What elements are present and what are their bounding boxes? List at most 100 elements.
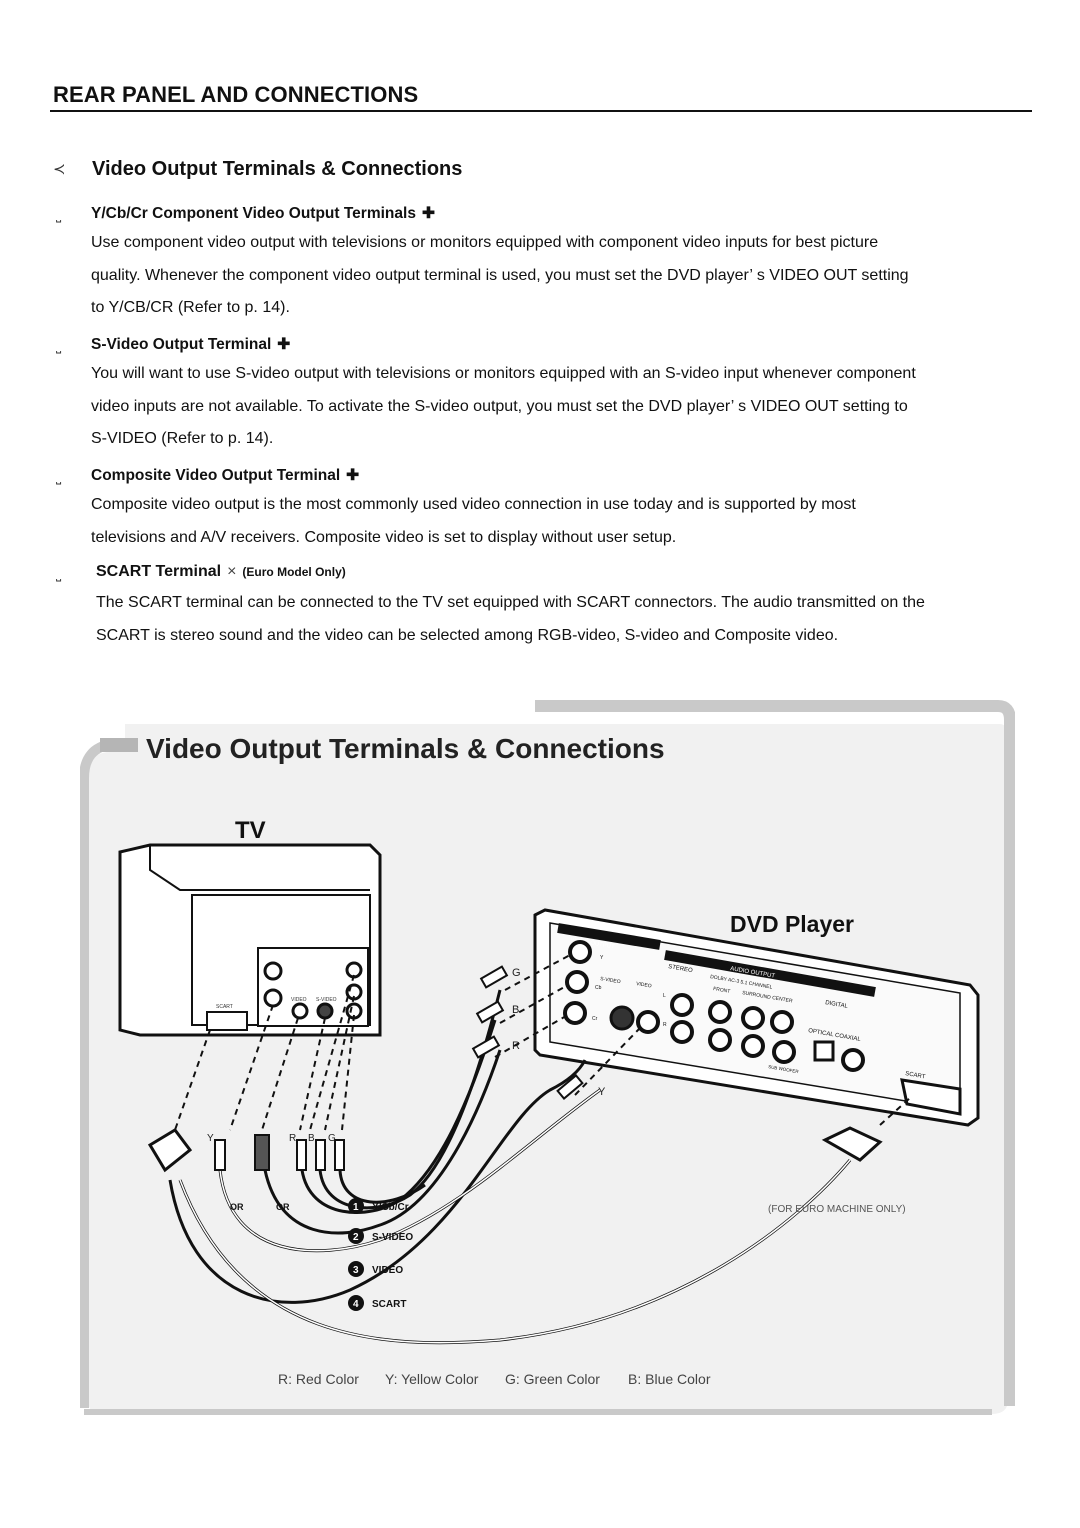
legend-number: 2 — [353, 1232, 359, 1243]
scart-heading-text: SCART Terminal — [96, 563, 222, 580]
jack-video — [636, 1010, 660, 1034]
jack-y — [568, 940, 592, 964]
connection-guides — [174, 954, 911, 1131]
jack-stereo-r — [670, 1020, 694, 1044]
tv-label: TV — [235, 817, 266, 844]
dvd-video-label: VIDEO — [636, 981, 652, 989]
jack-cr — [563, 1001, 587, 1025]
plus-icon: ✚ — [277, 336, 291, 353]
jack-front-r — [708, 1028, 732, 1052]
digital-label: DIGITAL — [825, 1000, 849, 1010]
center-label: CENTER — [772, 995, 794, 1004]
composite-heading: Composite Video Output Terminal ✚ — [91, 466, 359, 485]
scart-heading: SCART Terminal × (Euro Model Only) — [96, 563, 346, 581]
color-key-blue: B: Blue Color — [628, 1371, 711, 1387]
component-heading-text: Y/Cb/Cr Component Video Output Terminals — [91, 205, 416, 222]
plug-r — [296, 1139, 307, 1171]
svideo-paragraph: You will want to use S-video output with… — [91, 358, 1031, 456]
tv-scart-label: SCART — [216, 1004, 233, 1010]
stereo-label: STEREO — [668, 964, 694, 974]
euro-model-note: (Euro Model Only) — [242, 565, 346, 579]
coaxial-jack — [841, 1048, 865, 1072]
front-label: FRONT — [713, 986, 731, 995]
color-key-green: G: Green Color — [505, 1371, 600, 1387]
paragraph-line: video inputs are not available. To activ… — [91, 397, 908, 415]
plug-svideo — [254, 1134, 270, 1171]
plug-dvd-y — [556, 1074, 584, 1100]
dvd-player-label: DVD Player — [730, 911, 854, 937]
legend-label: SCART — [372, 1299, 406, 1310]
paragraph-line: The SCART terminal can be connected to t… — [96, 594, 925, 611]
composite-heading-text: Composite Video Output Terminal — [91, 467, 341, 484]
title-rule — [50, 110, 1032, 112]
plug-letter-g: G — [328, 1133, 336, 1144]
scart-plug-left — [147, 1128, 193, 1173]
plug-dvd-r — [471, 1035, 501, 1059]
bullet-mark: ⎵ — [56, 207, 62, 222]
connection-diagram: Video Output Terminals & Connections TV … — [80, 700, 1015, 1415]
cross-icon: × — [227, 563, 237, 580]
figure-title: Video Output Terminals & Connections — [146, 733, 665, 764]
svideo-heading: S-Video Output Terminal✚ — [91, 335, 290, 354]
dvd-cr-label: Cr — [592, 1016, 598, 1022]
color-key: R: Red Color Y: Yellow Color G: Green Co… — [278, 1371, 711, 1387]
legend-label: Y/Cb/Cr — [372, 1202, 409, 1213]
optical-port — [813, 1040, 835, 1062]
or-label-right: OR — [276, 1202, 290, 1212]
paragraph-line: SCART is stereo sound and the video can … — [96, 626, 839, 644]
jack-front-l — [708, 1000, 732, 1024]
dvd-l-label: L — [663, 993, 666, 999]
surround-label: SURROUND — [742, 990, 772, 1001]
paragraph-line: You will want to use S-video output with… — [91, 365, 916, 382]
cable-letter-y: Y — [598, 1086, 606, 1098]
tv-video-label: VIDEO — [291, 997, 307, 1003]
tv-svideo-label: S-VIDEO — [316, 997, 337, 1003]
plus-icon: ✚ — [346, 467, 360, 484]
legend-number: 1 — [353, 1202, 359, 1213]
tv-illustration: SCART VIDEO S-VIDEO — [118, 843, 382, 1037]
plug-b — [315, 1139, 326, 1171]
dvd-scart-port — [900, 1078, 962, 1116]
dvd-cb-label: Cb — [595, 985, 602, 991]
plugs — [147, 965, 883, 1173]
cable-highlights — [179, 1089, 851, 1344]
bullet-mark: ⎵ — [56, 566, 62, 581]
or-markers: OR OR — [230, 1202, 290, 1212]
jack-surround-l — [741, 1006, 765, 1030]
bullet-mark: ⎵ — [56, 469, 62, 484]
legend-number: 4 — [353, 1299, 359, 1310]
paragraph-line: to Y/CB/CR (Refer to p. 14). — [91, 299, 290, 316]
dvd-player-illustration: VIDEO OUTPUT AUDIO OUTPUT STEREO DOLBY A… — [533, 908, 980, 1127]
section-title: Video Output Terminals & Connections — [92, 158, 463, 180]
color-key-yellow: Y: Yellow Color — [385, 1371, 479, 1387]
plug-letter-y: Y — [207, 1133, 214, 1144]
plug-letter-b: B — [308, 1133, 315, 1144]
plug-y — [214, 1139, 226, 1171]
paragraph-line: Composite video output is the most commo… — [91, 496, 856, 513]
jack-center — [770, 1010, 794, 1034]
jack-cb — [565, 970, 589, 994]
component-paragraph: Use component video output with televisi… — [91, 227, 1031, 325]
jack-surround-r — [741, 1034, 765, 1058]
paragraph-line: Use component video output with televisi… — [91, 234, 879, 251]
subwoofer-label: SUB WOOFER — [768, 1064, 800, 1074]
dvd-scart-label: SCART — [905, 1071, 926, 1080]
paragraph-line: S-VIDEO (Refer to p. 14). — [91, 430, 274, 447]
jack-subwoofer — [772, 1040, 796, 1064]
plus-icon: ✚ — [421, 205, 435, 222]
legend-number: 3 — [353, 1265, 359, 1276]
paragraph-line: televisions and A/V receivers. Composite… — [91, 528, 677, 546]
jack-stereo-l — [670, 993, 694, 1017]
bullet-mark: ⎵ — [56, 338, 62, 353]
legend-label: VIDEO — [372, 1265, 403, 1276]
legend-label: S-VIDEO — [372, 1232, 413, 1243]
plug-letter-r: R — [289, 1133, 296, 1144]
cable-letter-g: G — [512, 967, 521, 979]
plug-dvd-b — [475, 1000, 505, 1024]
scart-paragraph: The SCART terminal can be connected to t… — [96, 587, 1046, 652]
dvd-r-label: R — [663, 1022, 667, 1028]
dvd-y-label: Y — [600, 955, 604, 961]
plug-letters: Y R B G — [207, 1133, 336, 1144]
color-key-red: R: Red Color — [278, 1371, 359, 1387]
component-heading: Y/Cb/Cr Component Video Output Terminals… — [91, 204, 435, 223]
